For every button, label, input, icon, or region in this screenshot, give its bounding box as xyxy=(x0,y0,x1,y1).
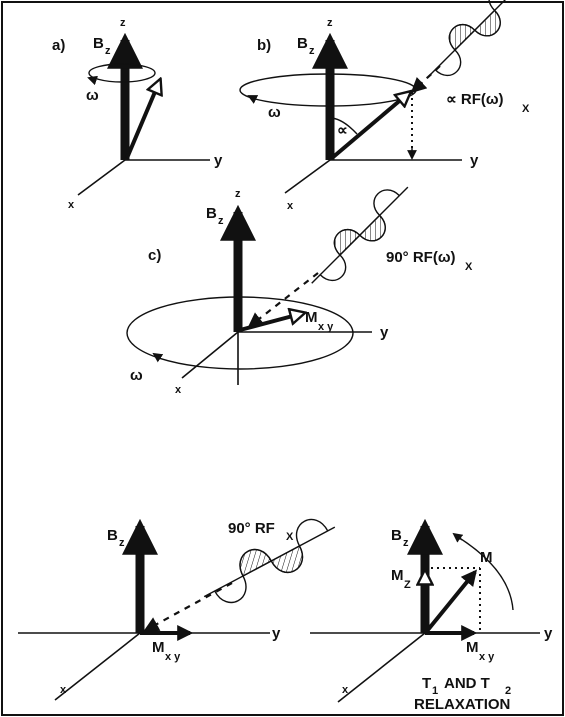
panel-d-bz-label: B xyxy=(107,527,118,544)
panel-e-y-label: y xyxy=(544,625,553,642)
panel-d-rf-wave xyxy=(203,518,336,603)
panel-b-y-label: y xyxy=(470,152,479,169)
panel-b-orbit-arrow xyxy=(247,95,259,104)
panel-e-relax-label: RELAXATION xyxy=(414,696,510,713)
panel-c-rf-wave xyxy=(311,186,409,284)
panel-c-rf-arrow xyxy=(247,272,319,328)
panel-b-alpha: ∝ xyxy=(337,122,348,139)
panel-b-rf-arrow xyxy=(410,65,441,94)
panel-d-rf-sub: X xyxy=(286,531,294,543)
panel-d-mxy-sub: x y xyxy=(165,651,181,663)
panel-c-bz-label: B xyxy=(206,205,217,222)
panel-a-bz-sub: z xyxy=(105,45,111,57)
panel-c-y-label: y xyxy=(380,324,389,341)
panel-b-z-label: z xyxy=(327,17,333,29)
panel-d-rf-arrow xyxy=(143,582,233,632)
panel-e-mz-label: M xyxy=(391,567,404,584)
panel-e-relaxation-arrowhead xyxy=(452,532,464,543)
panel-e-m-vector xyxy=(425,569,478,633)
panel-a-precession-orbit xyxy=(88,63,156,83)
panel-a: a) y x z B z ω xyxy=(52,17,223,211)
panel-d-mxy-label: M xyxy=(152,639,165,656)
panel-a-omega: ω xyxy=(86,87,99,104)
panel-e-relax-and: AND T xyxy=(444,675,490,692)
panel-c-z-label: z xyxy=(235,188,241,200)
panel-c-orbit-arrow xyxy=(152,352,164,363)
panel-a-bz-label: B xyxy=(93,35,104,52)
panel-e-relax-t1-sub: 1 xyxy=(432,685,438,697)
panel-c-rf-label: 90° RF(ω) xyxy=(386,249,456,266)
panel-b-tip-angle-arc xyxy=(329,117,358,135)
panel-b-rf-label: ∝ RF(ω) xyxy=(446,91,504,108)
panel-a-magnetization xyxy=(125,80,160,159)
panel-e-relax-t2-sub: 2 xyxy=(505,685,511,697)
panel-b-magnetization xyxy=(330,92,410,160)
panel-c-bz-sub: z xyxy=(218,215,224,227)
panel-c-omega: ω xyxy=(130,367,143,384)
panel-a-z-label: z xyxy=(120,17,126,29)
panel-c-mxy-sub: x y xyxy=(318,321,334,333)
panel-d-bz-sub: z xyxy=(119,537,125,549)
panel-d-y-label: y xyxy=(272,625,281,642)
panel-b-rf-sub: X xyxy=(522,103,530,115)
panel-c-mxy-label: M xyxy=(305,309,318,326)
panel-d-rf-label: 90° RF xyxy=(228,520,275,537)
panel-c: c) ω y x z B z M x y 90° RF(ω) X xyxy=(126,186,473,396)
panel-e-x-label: x xyxy=(342,684,349,696)
panel-b-x-label: x xyxy=(287,200,294,212)
panel-d-x-label: x xyxy=(60,684,67,696)
panel-c-mxy-vector xyxy=(239,313,304,332)
panel-c-x-axis xyxy=(181,331,239,379)
panel-b-letter: b) xyxy=(257,37,271,54)
panel-b-bz-sub: z xyxy=(309,45,315,57)
panel-e-bz-sub: z xyxy=(403,537,409,549)
panel-d-x-axis xyxy=(54,632,141,701)
panel-c-rf-sub: X xyxy=(465,261,473,273)
panel-e-relaxation-arc xyxy=(457,536,514,611)
panel-c-letter: c) xyxy=(148,247,161,264)
panel-a-y-label: y xyxy=(214,152,223,169)
panel-a-orbit-arrow xyxy=(87,75,98,86)
panel-a-x-label: x xyxy=(68,199,75,211)
panel-e-x-axis xyxy=(337,632,426,703)
panel-e: y x B z M Z M x y M T 1 AND T 2 RELAXATI… xyxy=(310,518,553,713)
panel-e-mz-sub: Z xyxy=(404,579,411,591)
panel-b-x-axis xyxy=(284,159,331,194)
panel-e-mxy-sub: x y xyxy=(479,651,495,663)
panel-b: b) y x z B z ω ∝ ∝ RF(ω) X xyxy=(239,0,530,212)
panel-b-bz-label: B xyxy=(297,35,308,52)
panel-e-relax-t1: T xyxy=(422,675,431,692)
panel-b-rf-wave xyxy=(426,0,524,79)
panel-e-bz-label: B xyxy=(391,527,402,544)
panel-b-omega: ω xyxy=(268,104,281,121)
panel-a-letter: a) xyxy=(52,37,65,54)
panel-a-x-axis xyxy=(77,159,126,196)
panel-e-mxy-label: M xyxy=(466,639,479,656)
panel-d: y x B z M x y 90° RF X xyxy=(18,518,336,701)
panel-c-x-label: x xyxy=(175,384,182,396)
